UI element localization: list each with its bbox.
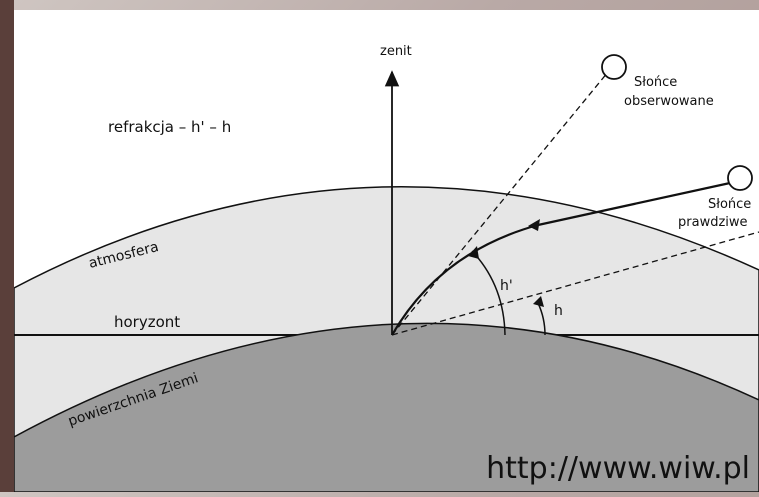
earth-surface-region	[14, 322, 759, 492]
light-ray-refracted-segment	[391, 223, 539, 336]
light-ray-arrowhead	[528, 219, 540, 231]
observed-sun-icon	[601, 54, 627, 80]
observed-sun-sightline	[391, 71, 609, 336]
frame-left-edge	[0, 0, 14, 492]
horizon-label: horyzont	[114, 313, 180, 331]
true-sun-icon	[727, 165, 753, 191]
source-watermark: http://www.wiw.pl	[486, 451, 750, 486]
true-sun-label-line1: Słońce	[708, 197, 751, 212]
true-sun-direction-line	[391, 231, 759, 336]
apparent-altitude-arrow	[468, 246, 479, 259]
zenith-label: zenit	[380, 44, 412, 59]
true-sun-label-line2: prawdziwe	[678, 215, 748, 230]
apparent-altitude-label: h'	[500, 278, 513, 294]
light-ray-space-segment	[537, 181, 731, 227]
observed-sun-label-line2: obserwowane	[624, 94, 714, 109]
observed-sun-label-line1: Słońce	[634, 75, 677, 90]
true-altitude-label: h	[554, 303, 563, 319]
refraction-formula-label: refrakcja – h' – h	[108, 118, 231, 136]
true-altitude-arrow	[533, 296, 544, 307]
